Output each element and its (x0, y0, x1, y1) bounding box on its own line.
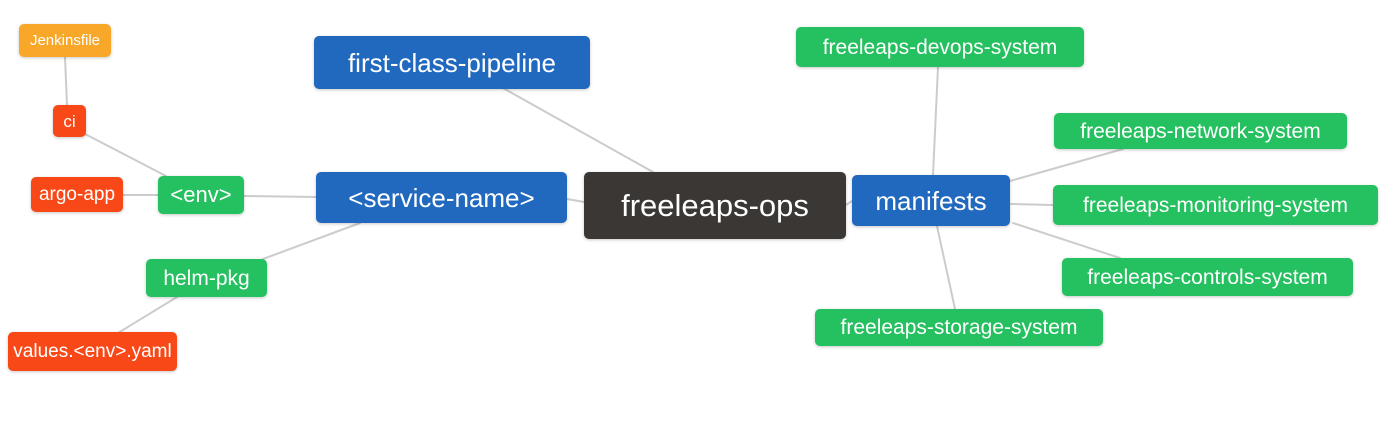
edge-manifests-network (1009, 148, 1124, 182)
node-manifests[interactable]: manifests (852, 175, 1010, 226)
edge-manifests-monitoring (1010, 203, 1054, 206)
edge-servicename-helmpkg (262, 222, 361, 260)
node-storage-system[interactable]: freeleaps-storage-system (815, 309, 1103, 346)
edge-ci-env (84, 133, 167, 177)
edge-manifests-storage (936, 225, 956, 310)
node-freeleaps-ops[interactable]: freeleaps-ops (584, 172, 846, 239)
edge-helmpkg-values (117, 296, 178, 334)
node-ci[interactable]: ci (53, 105, 86, 137)
node-service-name[interactable]: <service-name> (316, 172, 567, 223)
node-values-env-yaml[interactable]: values.<env>.yaml (8, 332, 177, 371)
edge-manifests-devops (932, 66, 939, 176)
edge-ops-manifests (845, 200, 853, 206)
edge-pipeline-ops (502, 87, 654, 173)
node-monitoring-system[interactable]: freeleaps-monitoring-system (1053, 185, 1378, 225)
node-argo-app[interactable]: argo-app (31, 177, 123, 212)
node-jenkinsfile[interactable]: Jenkinsfile (19, 24, 111, 57)
edge-env-servicename (243, 195, 317, 198)
edge-servicename-ops (566, 198, 585, 203)
node-controls-system[interactable]: freeleaps-controls-system (1062, 258, 1353, 296)
node-network-system[interactable]: freeleaps-network-system (1054, 113, 1347, 149)
node-devops-system[interactable]: freeleaps-devops-system (796, 27, 1084, 67)
edge-manifests-controls (1012, 222, 1121, 259)
node-helm-pkg[interactable]: helm-pkg (146, 259, 267, 297)
node-first-class-pipeline[interactable]: first-class-pipeline (314, 36, 590, 89)
edge-jenkinsfile-ci (64, 56, 68, 106)
node-env[interactable]: <env> (158, 176, 244, 214)
